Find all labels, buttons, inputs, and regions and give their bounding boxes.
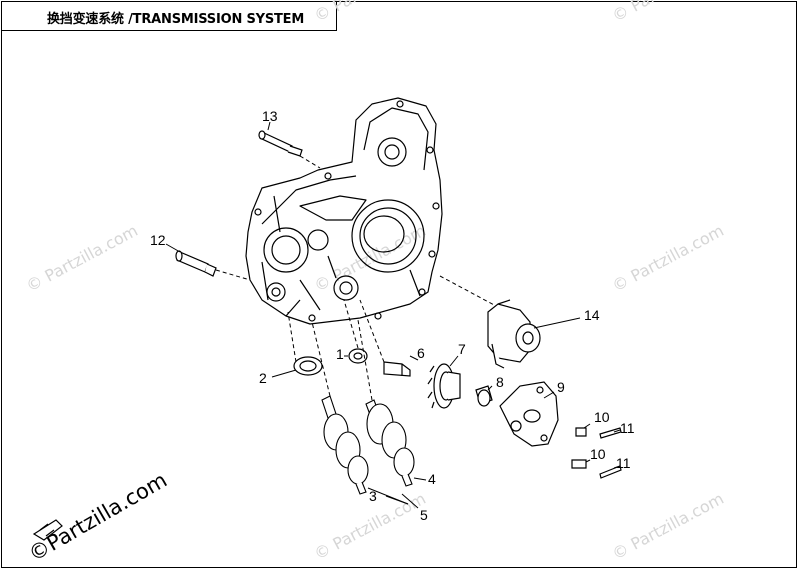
part-10-bolt bbox=[571, 427, 587, 469]
part-13-dowel bbox=[258, 130, 303, 157]
part-2-seal bbox=[293, 356, 323, 376]
callout-6: 6 bbox=[417, 345, 425, 361]
callout-14: 14 bbox=[584, 307, 600, 323]
crankcase-drawing bbox=[245, 97, 443, 325]
callout-5: 5 bbox=[420, 507, 428, 523]
part-12-dowel bbox=[175, 250, 217, 277]
callout-10-upper: 10 bbox=[594, 409, 610, 425]
watermark: © Partzilla.com bbox=[609, 221, 727, 296]
callout-labels: 1 2 3 4 5 6 7 8 9 10 11 10 11 12 13 14 bbox=[150, 108, 635, 523]
watermark: © Partzilla.com bbox=[609, 489, 727, 564]
title-box: 换挡变速系统 /TRANSMISSION SYSTEM bbox=[1, 1, 337, 31]
callout-1: 1 bbox=[336, 346, 344, 362]
callout-8: 8 bbox=[496, 374, 504, 390]
watermark: © Partzilla.com bbox=[609, 0, 727, 26]
callout-9: 9 bbox=[557, 379, 565, 395]
callout-4: 4 bbox=[428, 471, 436, 487]
leader-lines bbox=[165, 121, 621, 509]
parts-3-4-5-shafts bbox=[321, 395, 415, 495]
part-14-shift-drum bbox=[487, 299, 541, 369]
part-9-plate bbox=[499, 381, 559, 447]
front-arrow-icon bbox=[32, 519, 63, 541]
watermark: © Partzilla.com bbox=[23, 221, 141, 296]
part-11-screw bbox=[599, 427, 622, 479]
part-7-gear bbox=[427, 363, 461, 409]
part-6-pin bbox=[383, 361, 411, 377]
callout-7: 7 bbox=[458, 341, 466, 357]
callout-11-lower: 11 bbox=[616, 455, 631, 471]
watermark: © Partzilla.com bbox=[311, 0, 429, 26]
callout-2: 2 bbox=[259, 370, 267, 386]
page-title: 换挡变速系统 /TRANSMISSION SYSTEM bbox=[47, 12, 305, 27]
callout-11-upper: 11 bbox=[620, 420, 635, 436]
brand-watermark: ©Partzilla.com bbox=[25, 468, 172, 566]
part-8-collar bbox=[475, 385, 493, 407]
watermark-layer: © Partzilla.com © Partzilla.com © Partzi… bbox=[23, 0, 727, 564]
part-1-bearing bbox=[348, 348, 368, 364]
callout-3: 3 bbox=[369, 488, 377, 504]
callout-12: 12 bbox=[150, 232, 166, 248]
callout-13: 13 bbox=[262, 108, 278, 124]
callout-10-lower: 10 bbox=[590, 446, 606, 462]
